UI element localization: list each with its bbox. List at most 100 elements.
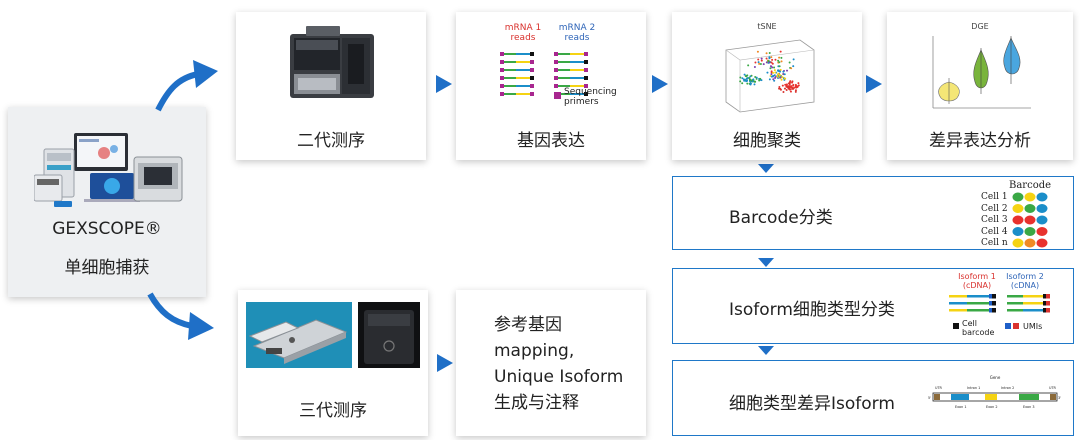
read-segment [504,93,516,95]
tsne-point [763,63,765,65]
tsne-point [771,59,773,61]
tsne-point [784,73,786,75]
tsne-point [780,89,782,91]
read-primer [500,76,504,80]
read-segment [570,61,584,63]
arrow-expr-cluster [652,75,668,93]
umi-swatch [1005,323,1011,329]
intron1-label: Intron 1 [967,386,980,390]
dge-label: 差异表达分析 [887,126,1073,151]
tsne-point [795,91,797,93]
tsne-point [778,61,780,63]
barcode-box: Barcode分类 Barcode Cell 1 Cell 2 Cell 3 C… [672,176,1074,250]
tsne-point [774,72,776,74]
tsne-point [748,77,750,79]
umi-mark [989,301,992,306]
primer-legend: Sequencing primers [564,87,617,107]
barcode-dot [1037,227,1048,236]
barcode-dot [1025,227,1036,236]
barcode-mark [1043,308,1046,313]
read-primer [530,76,534,80]
tsne-point [773,66,775,68]
barcode-mark [992,308,996,313]
tsne-point [753,83,755,85]
tsne-point [769,78,771,80]
iso1-segment [967,295,989,298]
tsne-point [741,82,743,84]
curve-arrow-up [158,74,198,110]
tsne-point [754,76,756,78]
tsne-point [784,84,786,86]
tsne-point [774,77,776,79]
read-primer [554,52,558,56]
barcode-dot [1013,227,1024,236]
dge-title: DGE [887,22,1073,31]
cell-barcode-legend: Cell barcode [962,319,994,337]
tgs-label: 三代测序 [238,396,428,421]
umi-swatch-red [1013,323,1019,329]
read-segment [558,53,570,55]
tsne-point [788,87,790,89]
expression-card: mRNA 1 reads mRNA 2 reads Sequencing pri… [456,12,646,160]
umi-mark [989,294,992,299]
read-primer [584,76,588,80]
tsne-point [792,85,794,87]
tsne-point [787,85,789,87]
tsne-point [782,91,784,93]
tsne-point [797,82,799,84]
read-segment [504,53,516,55]
tsne-point [769,52,771,54]
tsne-point [745,80,747,82]
iso2-segment [1023,309,1043,312]
intron2-label: Intron 2 [1001,386,1014,390]
barcode-dot [1037,204,1048,213]
arrow-tgs-map [437,354,453,372]
read-segment [504,85,516,87]
tsne-point [790,91,792,93]
tsne-point [771,61,773,63]
tsne-point [754,61,756,63]
read-segment [516,77,530,79]
tsne-point [790,67,792,69]
read-primer [554,84,558,88]
curve-arrow-down [150,294,192,326]
cell-barcode-swatch [953,323,959,329]
iso2-segment [1007,302,1023,305]
read-primer [554,68,558,72]
tsne-point [749,75,751,77]
tsne-point [754,66,756,68]
barcode-dot [1013,193,1024,202]
read-segment [570,69,584,71]
arrow-cluster-dge [866,75,882,93]
barcode-dot [1013,204,1024,213]
read-segment [504,61,516,63]
tsne-point [781,76,783,78]
tsne-point [781,79,783,81]
barcode-dot [1013,216,1024,225]
tsne-point [747,64,749,66]
exon1-label: Exon 1 [955,405,967,409]
arrow-barcode-isoform [758,258,774,267]
read-primer [584,60,588,64]
tsne-point [769,61,771,63]
iso1-segment [967,302,989,305]
barcode-dot [1025,204,1036,213]
isoform-diff-label: 细胞类型差异Isoform [729,389,895,414]
tsne-point [766,72,768,74]
tsne-point [745,75,747,77]
promethion-image [358,302,420,368]
tsne-point [784,88,786,90]
tsne-point [741,77,743,79]
tsne-point [793,58,795,60]
iso2-label: Isoform 2 (cDNA) [1003,272,1047,290]
five-prime: 5' [928,396,931,400]
tsne-point [789,62,791,64]
exon2-label: Exon 2 [986,405,998,409]
barcode-mark [1043,294,1046,299]
read-primer [554,76,558,80]
arrow-cluster-barcode [758,164,774,173]
iso2-segment [1023,302,1043,305]
umi-legend: UMIs [1023,322,1042,331]
cluster-card: tSNE 细胞聚类 [672,12,862,160]
iso2-segment [1007,309,1023,312]
